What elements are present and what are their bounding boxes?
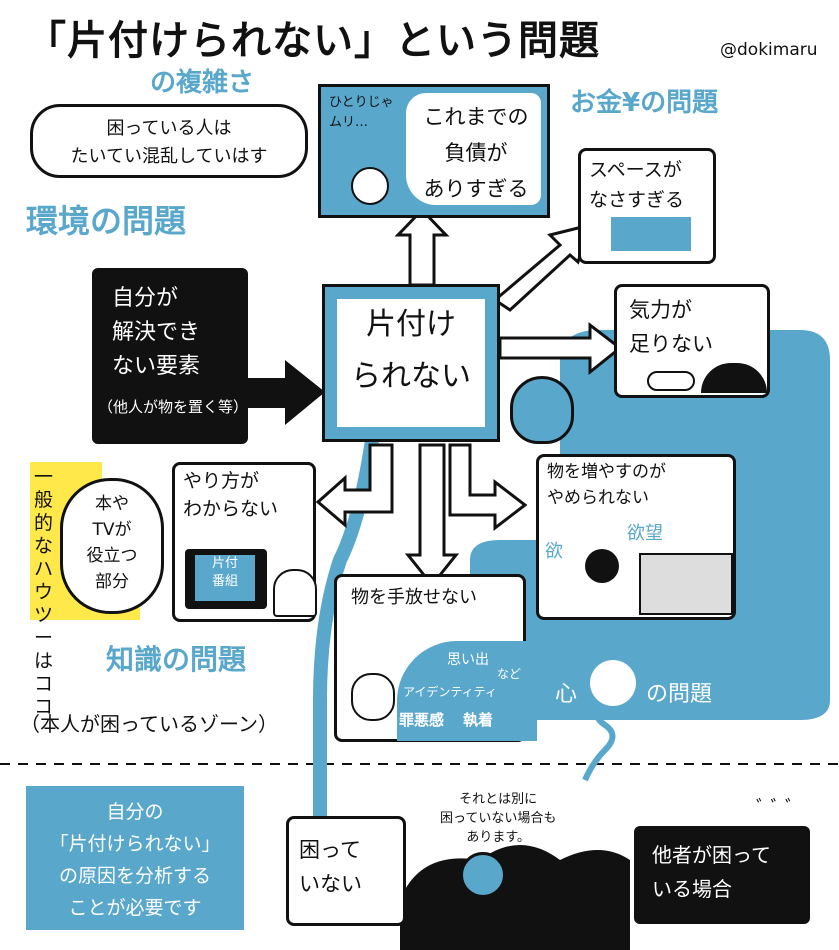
center-box: 片付け られない [322,284,500,442]
debt-cloud [406,93,541,205]
emotion-attachment: 執着 [463,711,494,729]
space-box: スペースが なさすぎる [578,148,716,264]
general-howto-text: 一般的なハウツーはココ [34,466,54,718]
zone-label: （本人が困っているゾーン） [20,712,278,736]
method-text: やり方が わからない [183,470,279,520]
desire-word: 欲望 [627,523,663,544]
not-troubled-box: 困って いない [286,816,406,926]
emotion-cloud [397,641,537,741]
others-troubled-box: 他者が困って いる場合 [634,826,810,924]
sweat-marks-icon: ﾞ ﾞ ﾞ [756,796,795,820]
cant-let-go-box: 物を手放せない 思い出 など アイデンティティ 罪悪感 執着 [334,574,537,742]
heart-label-right: の問題 [646,682,713,707]
center-text: 片付け られない [337,299,485,427]
page-title: 「片付けられない」という問題 [26,18,600,64]
tv-label: 片付 番組 [195,555,255,601]
knowledge-label: 知識の問題 [106,643,247,676]
debt-text: これまでの 負債が ありすぎる [423,105,529,201]
energy-text: 気力が 足りない [629,298,713,356]
heart-icon [590,660,636,706]
watching-figure-icon [273,569,317,617]
self-sub-text: （他人が物を置く等） [98,398,249,416]
desire-char: 欲 [545,541,563,562]
calm-figure-icon [460,852,506,898]
mascot-icon [510,376,574,444]
increase-box: 物を増やすのが やめられない 欲 欲望 [536,454,736,620]
author-handle: @dokimaru [720,40,818,60]
self-box: 自分が 解決でき ない要素 （他人が物を置く等） [92,268,248,444]
space-text: スペースが なさすぎる [589,159,685,211]
emotion-etc: など [497,667,522,681]
stuff-pile-icon [639,553,733,615]
increase-text: 物を増やすのが やめられない [547,462,666,508]
self-text: 自分が 解決でき ない要素 [112,286,201,379]
debt-box: ひとりじゃ ムリ… これまでの 負債が ありすぎる [318,84,550,218]
black-arrow [245,360,325,425]
summary-box: 自分の 「片付けられない」 の原因を分析する ことが必要です [26,786,244,930]
sigh-bubble-icon [647,371,695,391]
money-label: お金¥の問題 [570,88,719,118]
blue-path [313,438,379,830]
heart-label-left: 心 [555,682,578,707]
emotion-memories: 思い出 [447,652,489,668]
debt-small-text: ひとりじゃ ムリ… [329,95,394,130]
method-box: やり方が わからない 片付 番組 [172,462,317,622]
energy-box: 気力が 足りない [614,284,770,398]
arrows [315,207,623,588]
squiggle-line [582,698,616,782]
heart-figure-icon [585,549,619,583]
sad-face-icon [351,167,389,205]
holding-figure-icon [351,673,395,721]
page-subtitle: の複雑さ [150,68,255,98]
slumped-figure-icon [701,363,767,393]
space-room [611,217,691,251]
books-bubble: 本や TVが 役立つ 部分 [60,478,164,614]
tv-icon: 片付 番組 [185,549,267,609]
emotion-identity: アイデンティティ [403,685,497,699]
speech-note: 困っている人は たいてい混乱していはす [30,104,308,178]
cant-let-go-text: 物を手放せない [351,587,477,608]
emotion-guilt: 罪悪感 [399,711,445,729]
ground-blob [400,845,630,950]
other-case-text: それとは別に 困っていない場合も あります。 [440,792,557,845]
environment-label: 環境の問題 [26,202,187,240]
